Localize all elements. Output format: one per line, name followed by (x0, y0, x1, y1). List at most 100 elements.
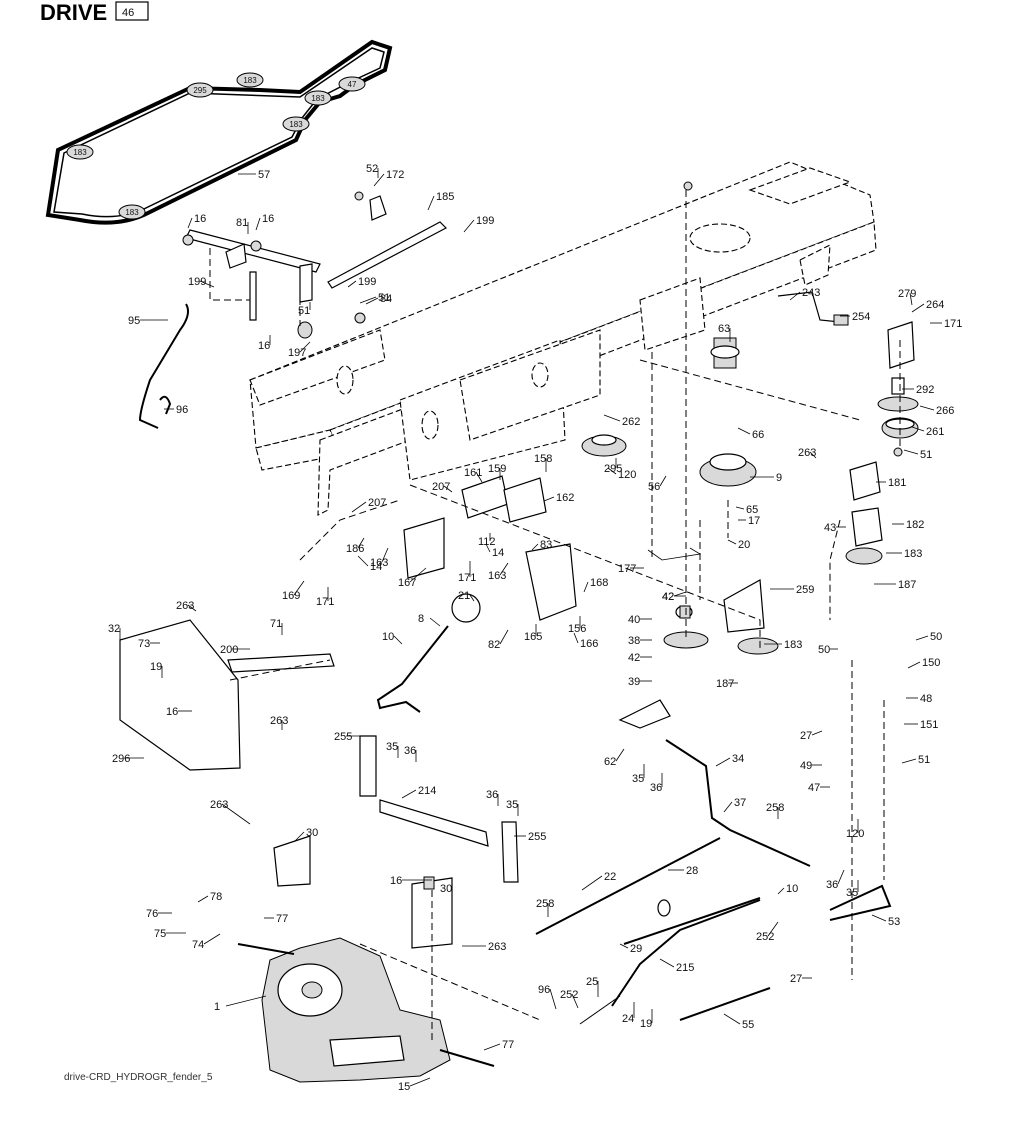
leader-line (615, 748, 625, 762)
leader-line (187, 604, 197, 612)
part-number-label: 76 (146, 908, 158, 920)
leader-line (357, 537, 365, 549)
leader-line (915, 635, 929, 641)
title-text: DRIVE (40, 0, 107, 25)
part-number-label: 42 (662, 591, 674, 603)
leader-line (485, 543, 491, 553)
title-box-text: 46 (122, 7, 134, 19)
part-number-label: 56 (648, 481, 660, 493)
part-number-label: 36 (486, 789, 498, 801)
diagram-title: DRIVE 46 (40, 0, 149, 25)
leader-line (581, 875, 603, 891)
part-number-label: 32 (108, 623, 120, 635)
belt-pulley (304, 90, 332, 106)
leader-line (401, 789, 417, 799)
part-number-label: 168 (590, 577, 608, 589)
belt-pulley-label: 47 (348, 80, 357, 89)
part-number-label: 263 (798, 447, 816, 459)
belt-pulley-label: 183 (73, 148, 87, 157)
leader-line (351, 501, 367, 513)
part-number-label: 16 (258, 340, 270, 352)
part-number-label: 74 (192, 939, 204, 951)
leader-line (197, 895, 209, 903)
part-number-label: 51 (378, 292, 390, 304)
leader-line (499, 562, 509, 576)
part-number-label: 258 (766, 802, 784, 814)
part-number-label: 38 (628, 635, 640, 647)
part-number-label: 42 (628, 652, 640, 664)
part-number-label: 252 (756, 931, 774, 943)
belt-pulley-label: 183 (311, 94, 325, 103)
part-number-label: 73 (138, 638, 150, 650)
part-number-label: 10 (382, 631, 394, 643)
part-number-label: 48 (920, 693, 932, 705)
part-number-label: 264 (926, 299, 944, 311)
leader-line (357, 555, 369, 567)
part-number-label: 262 (622, 416, 640, 428)
part-number-label: 243 (802, 287, 820, 299)
part-number-label: 296 (112, 753, 130, 765)
part-number-label: 263 (270, 715, 288, 727)
part-number-label: 16 (390, 875, 402, 887)
part-number-label: 263 (176, 600, 194, 612)
part-number-label: 19 (640, 1018, 652, 1030)
part-number-label: 258 (536, 898, 554, 910)
leader-line (549, 988, 557, 1010)
belt-pulley (282, 116, 310, 132)
part-number-label: 263 (488, 941, 506, 953)
part-number-label: 295 (604, 463, 622, 475)
part-number-label: 186 (346, 543, 364, 555)
part-number-label: 42 (662, 591, 674, 603)
part-number-label: 66 (752, 429, 764, 441)
leader-line (603, 414, 621, 422)
leader-line (809, 451, 817, 459)
part-number-label: 14 (370, 561, 382, 573)
part-number-label: 21 (458, 590, 470, 602)
leader-line (909, 292, 913, 306)
part-number-label: 57 (258, 169, 270, 181)
part-number-label: 27 (800, 730, 812, 742)
part-number-label: 36 (404, 745, 416, 757)
leader-line (443, 485, 453, 493)
leader-line (393, 635, 403, 645)
leader-line (543, 496, 555, 502)
part-number-label: 161 (464, 467, 482, 479)
leader-line (659, 475, 667, 487)
leader-line (293, 580, 305, 596)
leader-line (409, 1077, 431, 1087)
part-number-label: 261 (926, 426, 944, 438)
leader-line (359, 296, 377, 304)
leader-line (871, 914, 887, 922)
part-number-label: 51 (918, 754, 930, 766)
part-number-label: 255 (334, 731, 352, 743)
belt-pulley (186, 82, 214, 98)
part-number-label: 199 (476, 215, 494, 227)
belt-pulley (236, 72, 264, 88)
part-number-label: 43 (824, 522, 836, 534)
part-number-label: 25 (586, 976, 598, 988)
part-number-label: 150 (922, 657, 940, 669)
part-number-label: 182 (906, 519, 924, 531)
tractor-frame (249, 161, 877, 516)
part-number-label: 207 (432, 481, 450, 493)
part-number-label: 167 (398, 577, 416, 589)
belt-pulley-label: 295 (193, 86, 207, 95)
transaxle (237, 937, 495, 1083)
belt-pulley-label: 183 (243, 76, 257, 85)
belt-pulley-label: 183 (289, 120, 303, 129)
part-number-label: 185 (436, 191, 454, 203)
part-number-label: 1 (214, 1001, 220, 1013)
diagram-caption: drive-CRD_HYDROGR_fender_5 (64, 1072, 213, 1083)
part-number-label: 96 (538, 984, 550, 996)
leader-line (531, 543, 539, 551)
part-number-label: 95 (128, 315, 140, 327)
part-number-label: 65 (746, 504, 758, 516)
part-number-label: 177 (618, 563, 636, 575)
part-number-label: 78 (210, 891, 222, 903)
part-number-label: 158 (534, 453, 552, 465)
part-number-label: 83 (540, 539, 552, 551)
part-number-label: 163 (370, 557, 388, 569)
part-number-label: 215 (676, 962, 694, 974)
